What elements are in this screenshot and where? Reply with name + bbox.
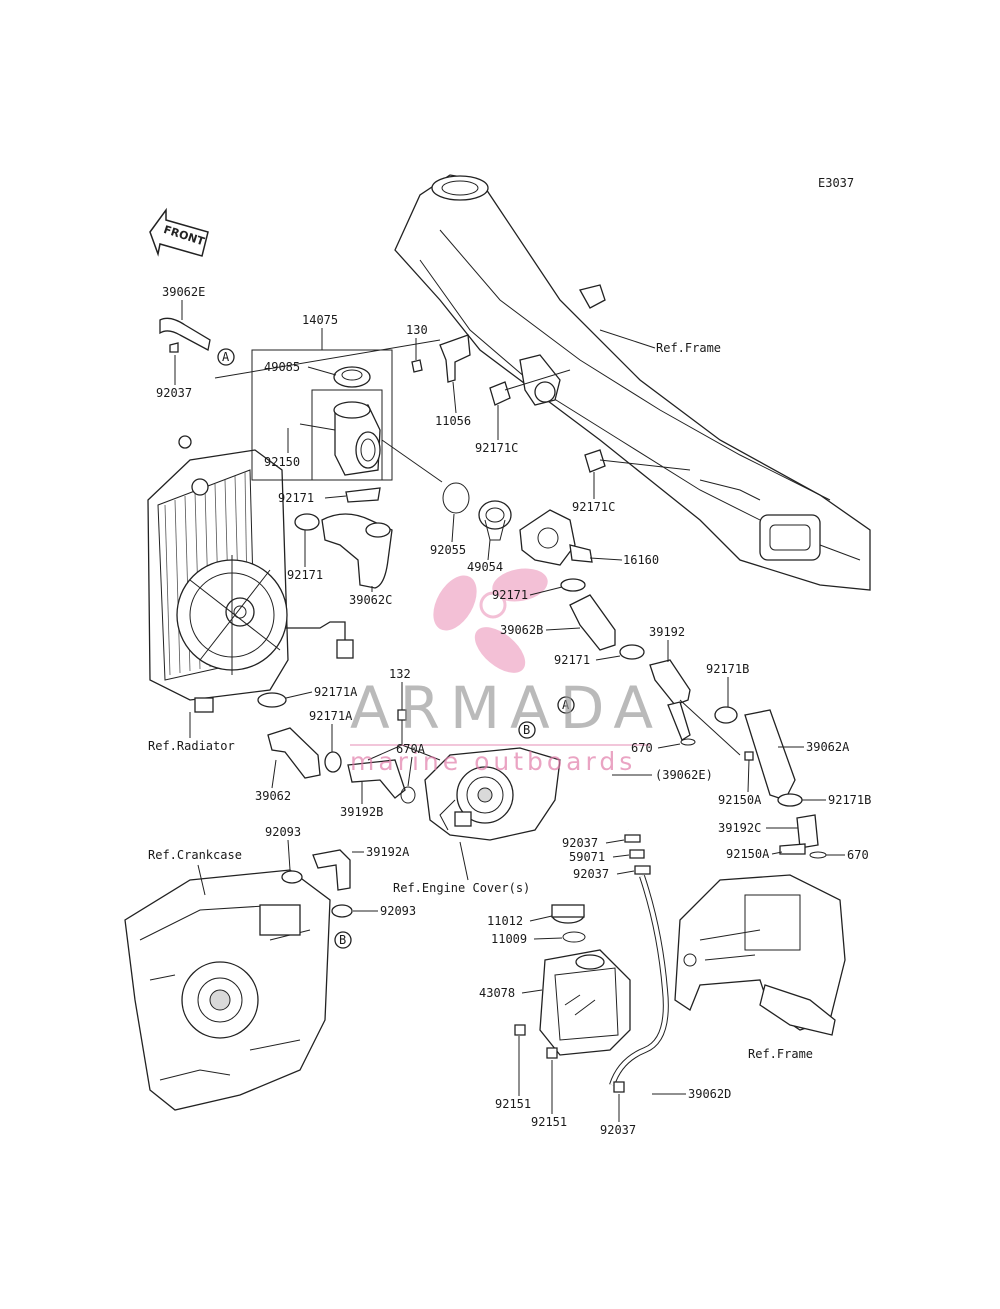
label-92037-d: 92037 bbox=[600, 1123, 636, 1137]
label-39062: 39062 bbox=[255, 789, 291, 803]
label-39192C: 39192C bbox=[718, 821, 761, 835]
label-92171-b: 92171 bbox=[287, 568, 323, 582]
ref-crankcase-label: Ref.Crankcase bbox=[148, 848, 242, 862]
label-92151-a: 92151 bbox=[495, 1097, 531, 1111]
label-130: 130 bbox=[406, 323, 428, 337]
frame-bottom-drawing bbox=[674, 874, 846, 1036]
pipe-39192B bbox=[347, 759, 406, 799]
label-39062E-paren: (39062E) bbox=[655, 768, 713, 782]
marker-b2 bbox=[334, 931, 352, 949]
ref-frame-top-label: Ref.Frame bbox=[656, 341, 721, 355]
label-92150A-a: 92150A bbox=[718, 793, 762, 807]
part-labels: 39062E 92037 14075 49085 130 11056 92171… bbox=[156, 285, 871, 1137]
label-670A: 670A bbox=[396, 742, 426, 756]
label-92150: 92150 bbox=[264, 455, 300, 469]
label-11056: 11056 bbox=[435, 414, 471, 428]
label-14075: 14075 bbox=[302, 313, 338, 327]
label-39062D: 39062D bbox=[688, 1087, 731, 1101]
label-39062C: 39062C bbox=[349, 593, 392, 607]
label-92093-a: 92093 bbox=[265, 825, 301, 839]
label-92171-d: 92171 bbox=[554, 653, 590, 667]
label-43078: 43078 bbox=[479, 986, 515, 1000]
label-39062B: 39062B bbox=[500, 623, 543, 637]
label-92171B-b: 92171B bbox=[828, 793, 871, 807]
label-92171-c: 92171 bbox=[492, 588, 528, 602]
label-92037-b: 92037 bbox=[562, 836, 598, 850]
marker-b1 bbox=[518, 721, 536, 739]
thermostat-49054 bbox=[478, 500, 512, 541]
label-92150A-b: 92150A bbox=[726, 847, 770, 861]
fitting-39192C bbox=[796, 814, 819, 849]
label-39192A: 39192A bbox=[366, 845, 410, 859]
ref-frame-bottom-label: Ref.Frame bbox=[748, 1047, 813, 1061]
label-49054: 49054 bbox=[467, 560, 503, 574]
reservoir-43078 bbox=[539, 904, 631, 1056]
label-39062A: 39062A bbox=[806, 740, 850, 754]
front-arrow-icon: FRONT bbox=[149, 207, 209, 257]
label-92093-b: 92093 bbox=[380, 904, 416, 918]
label-92171C-a: 92171C bbox=[475, 441, 518, 455]
label-92037-a: 92037 bbox=[156, 386, 192, 400]
armada-watermark: ARMADA marine outboards bbox=[350, 568, 663, 776]
hose-39062A bbox=[744, 709, 796, 801]
label-92037-c: 92037 bbox=[573, 867, 609, 881]
seal-92093-a bbox=[281, 870, 303, 884]
label-92171B-a: 92171B bbox=[706, 662, 749, 676]
clip-92171C-a bbox=[489, 381, 511, 406]
ref-radiator-label: Ref.Radiator bbox=[148, 739, 235, 753]
pipe-39192A bbox=[312, 849, 351, 891]
crankcase-drawing bbox=[124, 869, 331, 1111]
hose-39062E bbox=[159, 317, 211, 351]
bracket-11056 bbox=[439, 334, 471, 383]
engine-cover-drawing bbox=[424, 747, 561, 841]
label-92171A-b: 92171A bbox=[309, 709, 353, 723]
propeller-logo-icon bbox=[433, 568, 548, 673]
o-ring-92055 bbox=[442, 482, 470, 514]
hose-39062 bbox=[267, 727, 321, 779]
diagram-code: E3037 bbox=[818, 176, 854, 190]
label-670-a: 670 bbox=[631, 741, 653, 755]
label-16160: 16160 bbox=[623, 553, 659, 567]
pipe-39192 bbox=[649, 659, 691, 706]
watermark-brand: ARMADA bbox=[350, 674, 663, 742]
label-132: 132 bbox=[389, 667, 411, 681]
radiator-drawing bbox=[147, 435, 354, 713]
marker-b2-label: B bbox=[339, 933, 346, 947]
clamp-92171 bbox=[294, 513, 320, 531]
label-92055: 92055 bbox=[430, 543, 466, 557]
label-39062E: 39062E bbox=[162, 285, 205, 299]
ref-engine-cover-label: Ref.Engine Cover(s) bbox=[393, 881, 530, 895]
hose-39062B bbox=[569, 594, 616, 651]
label-11012: 11012 bbox=[487, 914, 523, 928]
leader-line bbox=[214, 339, 441, 379]
marker-a2 bbox=[557, 696, 575, 714]
label-39192: 39192 bbox=[649, 625, 685, 639]
label-39192B: 39192B bbox=[340, 805, 383, 819]
marker-a2-label: A bbox=[562, 698, 570, 712]
watermark-tagline: marine outboards bbox=[350, 747, 636, 776]
label-670-b: 670 bbox=[847, 848, 869, 862]
marker-b1-label: B bbox=[523, 723, 530, 737]
label-11009: 11009 bbox=[491, 932, 527, 946]
label-92171A-a: 92171A bbox=[314, 685, 358, 699]
label-92171-a: 92171 bbox=[278, 491, 314, 505]
clamp-92171A bbox=[257, 692, 287, 708]
label-49085: 49085 bbox=[264, 360, 300, 374]
clamp-92171B bbox=[714, 706, 738, 724]
frame-top-drawing bbox=[394, 174, 871, 591]
seal-92093-b bbox=[331, 904, 353, 918]
marker-a1-label: A bbox=[222, 350, 230, 364]
label-92171C-b: 92171C bbox=[572, 500, 615, 514]
thermostat-cover-16160 bbox=[519, 509, 593, 566]
clip-92171C-b bbox=[584, 449, 606, 473]
marker-a1 bbox=[217, 348, 235, 366]
label-92151-b: 92151 bbox=[531, 1115, 567, 1129]
label-59071: 59071 bbox=[569, 850, 605, 864]
thermostat-housing-drawing bbox=[251, 349, 393, 503]
